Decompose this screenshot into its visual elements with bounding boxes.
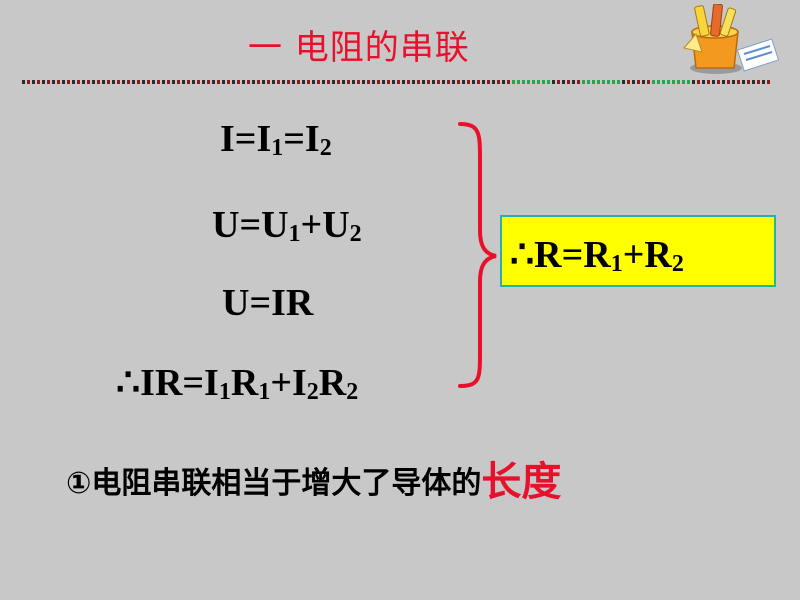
title-divider: [22, 80, 770, 84]
equation-therefore: ∴IR=I1R1+I2R2: [116, 362, 359, 405]
note-highlight: 长度: [481, 459, 562, 505]
divider-accent-2: [582, 80, 622, 84]
equation-current: I=I1=I2: [220, 118, 332, 161]
divider-accent-3: [652, 80, 692, 84]
conclusion-note: ①电阻串联相当于增大了导体的长度: [66, 456, 561, 508]
result-formula: ∴R=R1+R2: [510, 234, 684, 277]
note-text: ①电阻串联相当于增大了导体的: [66, 466, 482, 501]
right-curly-brace-icon: [450, 120, 500, 395]
result-box: [500, 215, 776, 287]
equation-voltage-sum: U=U1+U2: [212, 204, 362, 247]
slide-title: 一 电阻的串联: [248, 28, 470, 68]
equation-ohms-law: U=IR: [222, 282, 314, 324]
divider-accent-1: [512, 80, 552, 84]
pencil-cup-icon: [672, 3, 782, 83]
